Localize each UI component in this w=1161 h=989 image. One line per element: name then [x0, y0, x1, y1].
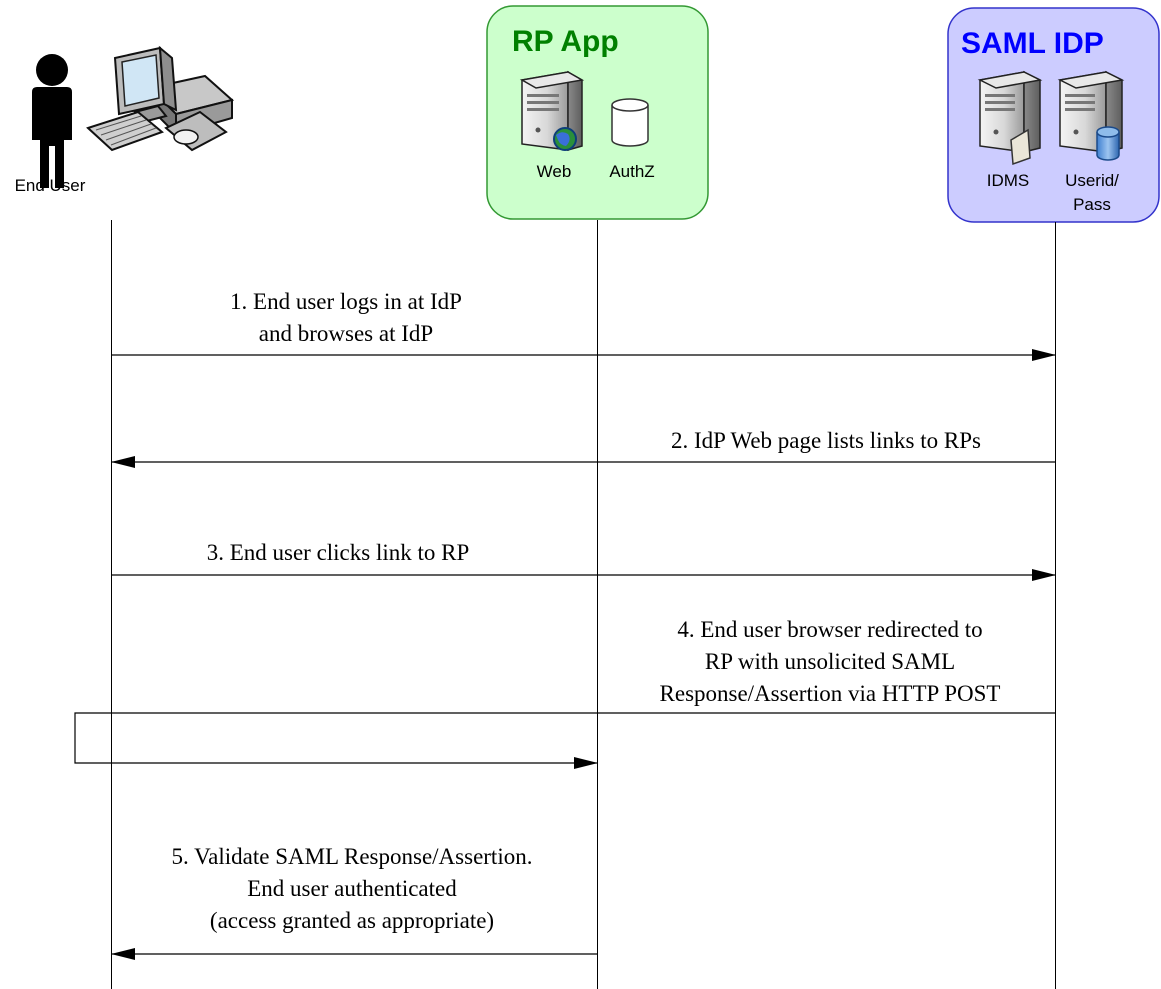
desktop-computer-icon	[86, 45, 235, 152]
message-5-line-2: End user authenticated	[247, 876, 457, 901]
message-4-line-3: Response/Assertion via HTTP POST	[660, 681, 1001, 706]
message-5-line-1: 5. Validate SAML Response/Assertion.	[172, 844, 533, 869]
end-user-label: End User	[15, 176, 86, 195]
authz-label: AuthZ	[609, 162, 654, 181]
web-server-icon	[519, 70, 585, 151]
database-icon	[611, 98, 649, 147]
message-5-line-3: (access granted as appropriate)	[210, 908, 494, 933]
idms-label: IDMS	[987, 171, 1030, 190]
message-1-line-1: 1. End user logs in at IdP	[230, 289, 462, 314]
userid-label-line2: Pass	[1073, 195, 1111, 214]
message-1-line-2: and browses at IdP	[259, 321, 433, 346]
message-2-line-1: 2. IdP Web page lists links to RPs	[671, 428, 981, 453]
saml-idp-box	[947, 7, 1160, 223]
saml-idp-actor: SAML IDP IDMS Userid/ Pass	[947, 7, 1160, 223]
globe-icon	[553, 127, 577, 151]
message-4-line-2: RP with unsolicited SAML	[705, 649, 955, 674]
message-2: 2. IdP Web page lists links to RPs	[111, 428, 1055, 468]
message-1: 1. End user logs in at IdP and browses a…	[111, 289, 1056, 361]
message-5: 5. Validate SAML Response/Assertion. End…	[111, 844, 597, 960]
rp-app-actor: RP App Web AuthZ	[486, 5, 709, 220]
message-4-arrow	[74, 712, 1055, 769]
message-4: 4. End user browser redirected to RP wit…	[74, 617, 1055, 769]
message-3-line-1: 3. End user clicks link to RP	[207, 540, 470, 565]
idms-server-icon	[977, 70, 1043, 153]
rp-app-title: RP App	[512, 25, 619, 58]
user-database-icon	[1096, 126, 1120, 161]
lifelines	[111, 220, 1056, 989]
message-4-line-1: 4. End user browser redirected to	[677, 617, 982, 642]
message-3: 3. End user clicks link to RP	[111, 540, 1056, 581]
end-user-actor: End User	[15, 45, 235, 195]
person-icon	[32, 54, 72, 188]
web-label: Web	[537, 162, 572, 181]
saml-idp-title: SAML IDP	[961, 27, 1104, 60]
rp-app-box	[486, 5, 709, 220]
id-card-icon	[1010, 128, 1031, 166]
userid-label-line1: Userid/	[1065, 171, 1119, 190]
